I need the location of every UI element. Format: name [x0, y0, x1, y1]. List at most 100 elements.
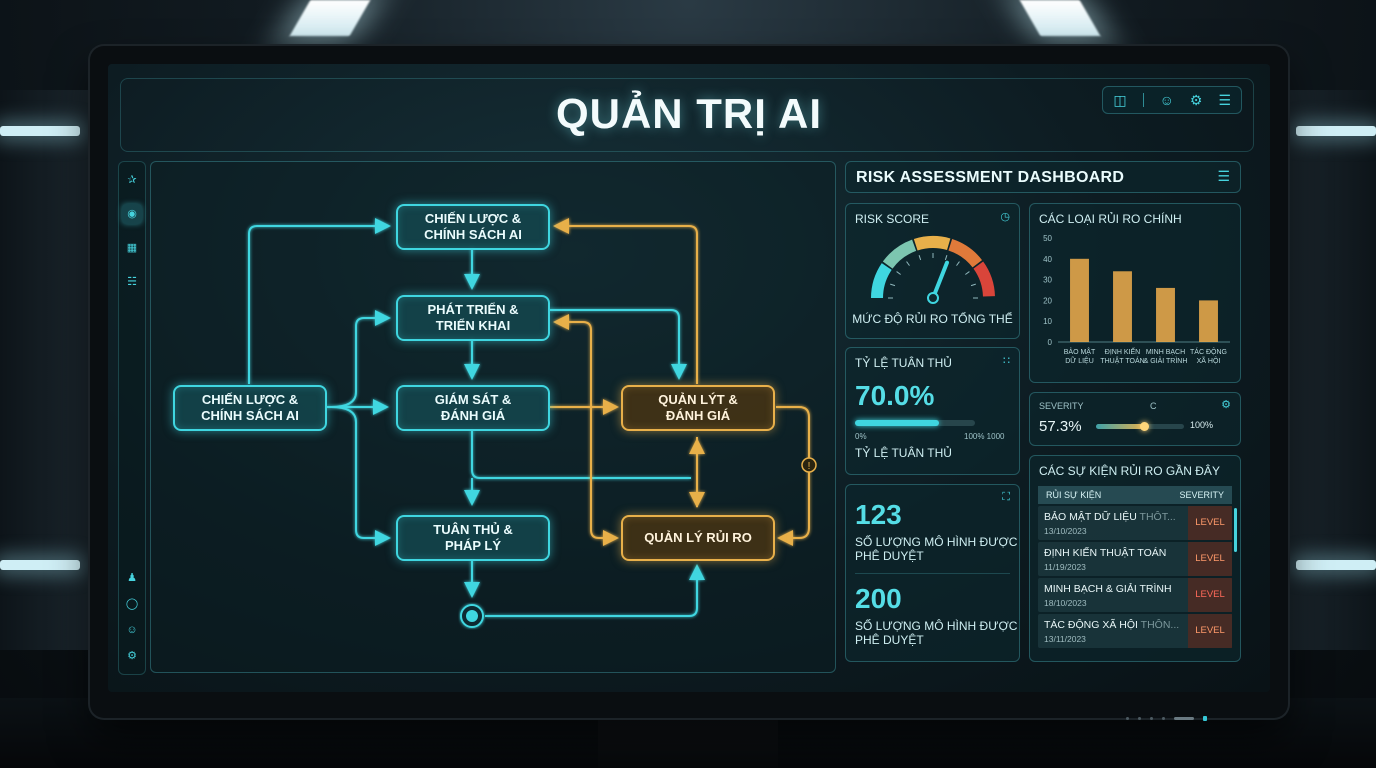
badge-icon[interactable]: ◯: [125, 598, 139, 610]
approved-models-value-2: 200: [855, 583, 902, 614]
gauge-segment: [973, 261, 995, 297]
x-tick-label: BẢO MẬT: [1064, 347, 1096, 356]
table-row[interactable]: MINH BẠCH & GIẢI TRÌNH 18/10/2023 LEVEL: [1038, 578, 1232, 612]
user-icon[interactable]: ☺: [126, 624, 138, 636]
gauge-tick: [956, 261, 960, 266]
y-tick-label: 40: [1043, 255, 1052, 264]
gear-icon[interactable]: ⚙: [1189, 91, 1203, 108]
severity-value: 57.3%: [1039, 418, 1082, 435]
chart-title: CÁC LOẠI RỦI RO CHÍNH: [1039, 212, 1182, 226]
grid-icon[interactable]: ▦: [126, 242, 138, 254]
wall-light: [0, 560, 80, 570]
ceiling-light: [1019, 0, 1101, 36]
x-tick-label: MINH BẠCH: [1146, 349, 1185, 356]
table-row[interactable]: BẢO MẬT DỮ LIỆU THÔT... 13/10/2023 LEVEL: [1038, 506, 1232, 540]
gauge-segment: [913, 236, 951, 251]
grid-icon[interactable]: ∷: [1003, 355, 1010, 367]
wall-light: [0, 126, 80, 136]
progress-min-label: 0%: [855, 432, 867, 441]
x-tick-label: TÁC ĐỘNG: [1190, 347, 1227, 356]
events-scrollbar[interactable]: [1234, 508, 1237, 552]
risk-score-label: MỨC ĐỘ RỦI RO TỔNG THỂ: [852, 312, 1013, 326]
org-chart-icon[interactable]: ☵: [127, 276, 137, 288]
screen: QUẢN TRỊ AI ◫ ☺ ⚙ ☰ ✰ ◉ ▦ ☵ ♟ ◯ ☺ ⚙: [108, 64, 1270, 692]
flow-line: [471, 430, 691, 479]
gauge-segment: [948, 239, 983, 268]
wall-light: [1296, 560, 1376, 570]
events-table-header: RỦI SỰ KIỆN SEVERITY: [1038, 486, 1232, 504]
node-compliance[interactable]: TUÂN THỦ & PHÁP LÝ: [396, 515, 550, 561]
flow-arrow: [330, 406, 391, 546]
flow-arrow: [330, 310, 391, 408]
alert-icon[interactable]: [801, 457, 817, 473]
node-strategy-left[interactable]: CHIẾN LƯỢC & CHÍNH SÁCH AI: [173, 385, 327, 431]
gauge-segment: [871, 263, 892, 299]
event-name: TÁC ĐỘNG XÃ HỘI: [1044, 619, 1138, 631]
severity-bar-knob[interactable]: [1140, 422, 1150, 431]
header-frame: [120, 78, 1254, 152]
gear-icon[interactable]: ⚙: [1221, 399, 1231, 411]
x-tick-label: & GIẢI TRÌNH: [1144, 356, 1188, 365]
risk-gauge: [871, 236, 995, 304]
user-icon[interactable]: ☺: [1159, 92, 1174, 108]
gauge-segment: [882, 239, 917, 269]
wall-right: [1286, 90, 1376, 650]
severity-max-label: 100%: [1190, 420, 1214, 430]
x-tick-label: XÃ HỘI: [1197, 356, 1221, 365]
node-development[interactable]: PHÁT TRIỂN & TRIỂN KHAI: [396, 295, 550, 341]
event-name: MINH BẠCH & GIẢI TRÌNH: [1044, 583, 1172, 595]
top-toolbar: ◫ ☺ ⚙ ☰: [1102, 86, 1242, 114]
x-tick-label: THUẬT TOÁN: [1100, 356, 1144, 365]
compliance-title: TỶ LỆ TUÂN THỦ: [855, 356, 952, 370]
table-row[interactable]: TÁC ĐỘNG XÃ HỘI THÔN... 13/11/2023 LEVEL: [1038, 614, 1232, 648]
y-tick-label: 10: [1043, 317, 1052, 326]
event-date: 13/10/2023: [1044, 526, 1087, 536]
gauge-tick: [944, 255, 948, 261]
governance-flowchart: ! CHIẾN LƯỢC & CHÍNH SÁCH AI PHÁT TRIỂN …: [150, 161, 836, 673]
gauge-tick: [918, 255, 922, 261]
gauge-tick: [970, 283, 976, 287]
gauge-tick: [906, 261, 910, 266]
x-tick-label: ĐỊNH KIẾN: [1105, 346, 1140, 356]
bar: [1199, 300, 1218, 342]
flow-end-node-core: [466, 610, 478, 622]
table-row[interactable]: ĐỊNH KIẾN THUẬT TOÁN 11/19/2023 LEVEL: [1038, 542, 1232, 576]
node-management-evaluation[interactable]: QUẢN LÝT & ĐÁNH GIÁ: [621, 385, 775, 431]
severity-level-badge: LEVEL: [1188, 542, 1232, 576]
flow-arrow: [549, 309, 687, 380]
team-icon[interactable]: ♟: [127, 572, 137, 584]
gauge-needle: [931, 260, 949, 300]
event-name-suffix: THÔT...: [1139, 511, 1176, 523]
approved-models-label-1: SỐ LƯỢNG MÔ HÌNH ĐƯỢC PHÊ DUYỆT: [855, 535, 1018, 563]
severity-level-badge: LEVEL: [1188, 614, 1232, 648]
bar: [1156, 287, 1175, 342]
event-name: BẢO MẬT DỮ LIỆU: [1044, 511, 1137, 523]
flow-arrow: [776, 406, 810, 546]
severity-card: SEVERITY C ⚙ 57.3% 100%: [1029, 392, 1241, 446]
divider: [855, 573, 1010, 574]
tablet-icon[interactable]: ◫: [1113, 91, 1127, 108]
flow-arrow: [553, 218, 698, 384]
y-tick-label: 30: [1043, 276, 1052, 285]
flow-arrow: [553, 314, 592, 407]
y-tick-label: 20: [1043, 296, 1052, 305]
node-monitoring[interactable]: GIÁM SÁT & ĐÁNH GIÁ: [396, 385, 550, 431]
column-header-event: RỦI SỰ KIỆN: [1046, 490, 1102, 500]
severity-subtitle: C: [1150, 401, 1157, 411]
menu-icon[interactable]: ☰: [1218, 91, 1231, 108]
recent-events-card: CÁC SỰ KIỆN RỦI RO GẦN ĐÂY RỦI SỰ KIỆN S…: [1029, 455, 1241, 662]
node-risk-management[interactable]: QUẢN LÝ RỦI RO: [621, 515, 775, 561]
home-icon[interactable]: ✰: [127, 174, 137, 186]
severity-bar: [1096, 422, 1184, 431]
alert-icon-glyph: !: [808, 461, 811, 472]
bar: [1070, 258, 1089, 342]
compliance-value: 70.0%: [855, 380, 935, 411]
gear-icon[interactable]: ⚙: [127, 650, 137, 662]
clock-icon[interactable]: ◷: [1000, 211, 1010, 223]
node-strategy-top[interactable]: CHIẾN LƯỢC & CHÍNH SÁCH AI: [396, 204, 550, 250]
approved-models-label-2: SỐ LƯỢNG MÔ HÌNH ĐƯỢC PHÊ DUYỆT: [855, 619, 1018, 647]
expand-icon[interactable]: ⛶: [1002, 491, 1010, 503]
y-tick-label: 0: [1048, 338, 1053, 347]
camera-icon[interactable]: ◉: [122, 204, 142, 224]
menu-icon[interactable]: ☰: [1217, 168, 1230, 184]
